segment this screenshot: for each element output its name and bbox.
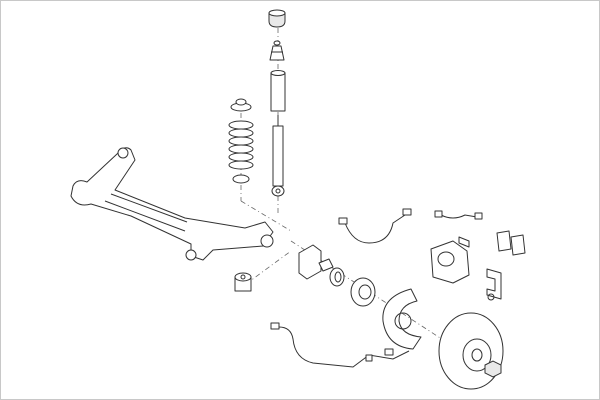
wheel-hub — [350, 277, 376, 307]
abs-sensor-cable-lower — [270, 322, 410, 368]
caliper-carrier — [486, 268, 502, 301]
brake-hose — [434, 210, 483, 220]
spring-seat-upper — [230, 98, 252, 112]
abs-sensor-cable-upper — [338, 208, 412, 244]
axle-bushing — [234, 272, 252, 292]
shock-top-mount — [268, 9, 286, 28]
dust-cover — [270, 70, 286, 112]
hub-nut — [484, 360, 502, 378]
rear-axle-beam — [70, 147, 274, 261]
bump-stop — [269, 40, 285, 61]
spring-seat-lower — [232, 174, 250, 184]
brake-pads — [496, 230, 526, 256]
shock-absorber — [271, 115, 285, 197]
stub-axle — [298, 244, 334, 280]
coil-spring — [228, 120, 254, 170]
wheel-bearing — [329, 267, 345, 287]
brake-disc — [438, 312, 504, 390]
brake-caliper — [430, 236, 470, 284]
brake-backing-plate — [382, 288, 422, 350]
